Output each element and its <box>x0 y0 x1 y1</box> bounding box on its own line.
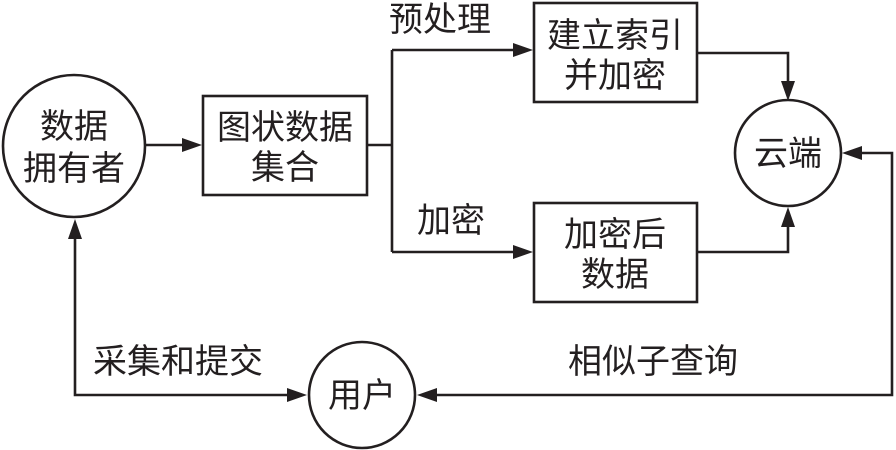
edge-cloud-user-loop <box>433 151 894 397</box>
node-cloud: 云端 <box>733 98 843 208</box>
arrowhead-into-user-right <box>417 388 437 402</box>
index-encrypt-box <box>532 1 699 104</box>
encrypted-data-label-line1: 加密后 <box>564 215 666 255</box>
data-owner-circle <box>1 73 147 219</box>
node-graph-dataset: 图状数据 集合 <box>201 94 369 197</box>
edge-label-collect-submit: 采集和提交 <box>93 342 263 382</box>
arrowheads <box>68 43 862 402</box>
edge-label-similar-subquery: 相似子查询 <box>568 342 738 382</box>
index-encrypt-label-line1: 建立索引 <box>547 16 683 56</box>
encrypted-data-box <box>532 201 699 304</box>
edge-label-preprocess: 预处理 <box>389 0 491 40</box>
node-user: 用户 <box>307 340 417 450</box>
arrowhead-into-cloud-right <box>842 146 862 160</box>
node-index-encrypt: 建立索引 并加密 <box>532 1 699 104</box>
arrowhead-into-cloud-top <box>781 81 795 101</box>
arrowhead-into-cloud-bottom <box>781 207 795 227</box>
data-owner-label-line1: 数据 <box>40 107 108 147</box>
connectors <box>73 48 894 397</box>
user-circle <box>307 340 417 450</box>
node-encrypted-data: 加密后 数据 <box>532 201 699 304</box>
cloud-label: 云端 <box>754 134 822 174</box>
edge-encrypted-to-cloud <box>697 212 790 254</box>
edge-user-owner-loop <box>73 235 292 397</box>
arrowhead-into-dataset <box>182 138 202 152</box>
edge-index-to-cloud <box>697 51 790 88</box>
arrowhead-into-encrypted-data <box>513 245 533 259</box>
edge-label-encrypt: 加密 <box>417 201 485 241</box>
index-encrypt-label-line2: 并加密 <box>564 56 666 96</box>
arrowhead-into-owner <box>68 219 82 239</box>
encrypted-data-label-line2: 数据 <box>581 255 649 295</box>
arrowhead-into-index-encrypt <box>513 43 533 57</box>
cloud-circle <box>733 98 843 208</box>
graph-dataset-label-line1: 图状数据 <box>217 108 353 148</box>
graph-dataset-label-line2: 集合 <box>251 148 319 188</box>
node-data-owner: 数据 拥有者 <box>1 73 147 219</box>
graph-dataset-box <box>201 94 369 197</box>
data-owner-label-line2: 拥有者 <box>23 149 125 189</box>
arrowhead-into-user-left <box>287 388 307 402</box>
user-label: 用户 <box>328 376 396 416</box>
